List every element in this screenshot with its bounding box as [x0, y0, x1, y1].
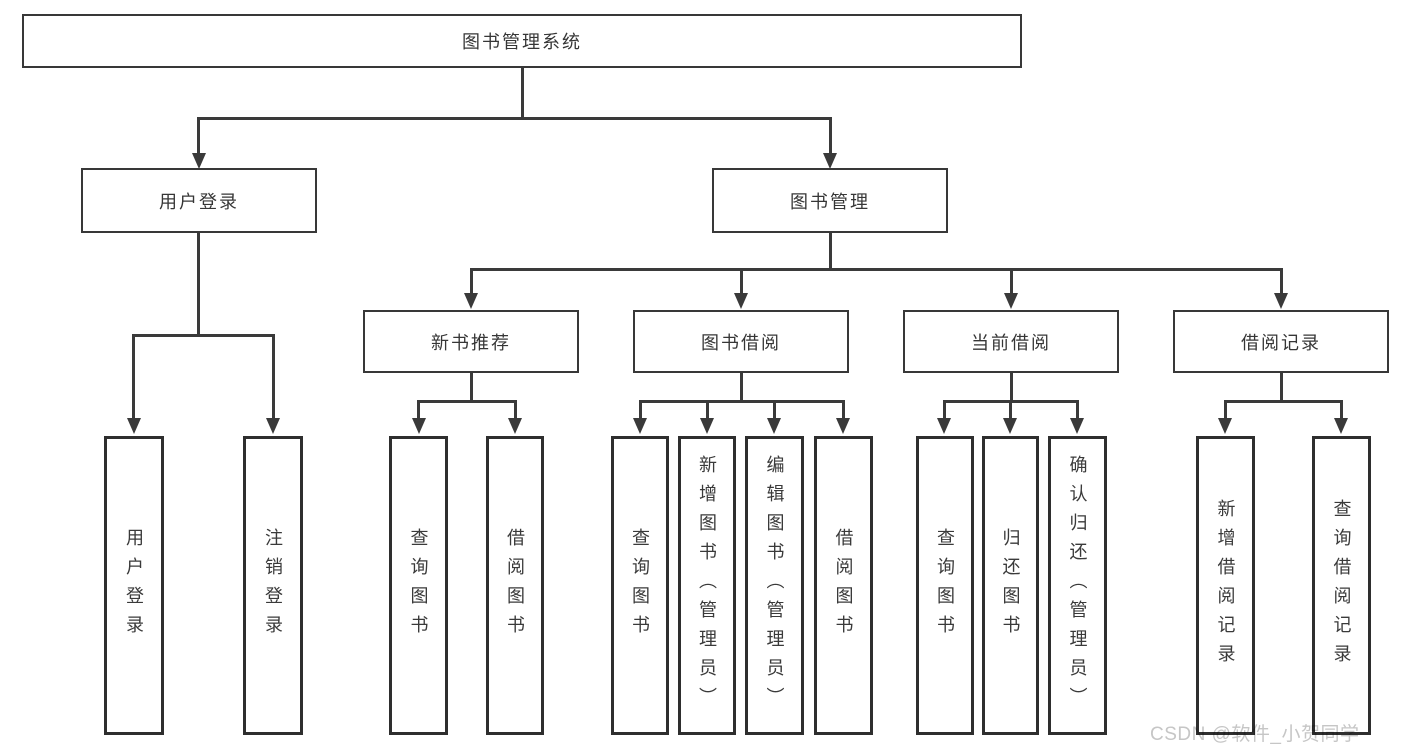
arrowhead [1218, 418, 1232, 434]
arrowhead [633, 418, 647, 434]
arrowhead [767, 418, 781, 434]
leaf-add-borrow-record-label: 新增借阅记录 [1215, 498, 1236, 673]
connector-line [829, 117, 832, 154]
leaf-add-books-admin-label: 新增图书（管理员） [697, 455, 717, 716]
connector-line [470, 373, 473, 402]
connector-line [417, 400, 517, 403]
leaf-query-books-recommend-label: 查询图书 [408, 527, 429, 644]
node-new-book-recommendation: 新书推荐 [363, 310, 579, 373]
connector-line [417, 400, 420, 419]
arrowhead [508, 418, 522, 434]
leaf-query-books-current-label: 查询图书 [935, 527, 955, 644]
connector-line [470, 268, 1283, 271]
arrowhead [412, 418, 426, 434]
leaf-edit-books-admin-label: 编辑图书（管理员） [764, 455, 785, 716]
leaf-confirm-return-admin: 确认归还（管理员） [1048, 436, 1107, 735]
connector-line [197, 117, 832, 120]
leaf-edit-books-admin: 编辑图书（管理员） [745, 436, 804, 735]
connector-line [1010, 268, 1013, 295]
node-root-library-system: 图书管理系统 [22, 14, 1022, 68]
leaf-user-login-label: 用户登录 [124, 527, 144, 644]
arrowhead [1274, 293, 1288, 309]
leaf-query-borrow-record-label: 查询借阅记录 [1331, 498, 1352, 673]
connector-line [740, 373, 743, 402]
leaf-user-login: 用户登录 [104, 436, 164, 735]
csdn-watermark: CSDN @软件_小贺同学 [1150, 724, 1360, 745]
leaf-add-borrow-record: 新增借阅记录 [1196, 436, 1255, 735]
connector-line [842, 400, 845, 419]
connector-line [1224, 400, 1227, 419]
connector-line [740, 268, 743, 295]
leaf-confirm-return-admin-label: 确认归还（管理员） [1067, 455, 1088, 716]
connector-line [1009, 400, 1012, 419]
leaf-query-books-borrowing-label: 查询图书 [630, 527, 650, 644]
arrowhead [836, 418, 850, 434]
connector-line [514, 400, 517, 419]
arrowhead [1334, 418, 1348, 434]
connector-line [272, 334, 275, 419]
connector-line [132, 334, 135, 419]
connector-line [829, 233, 832, 271]
connector-line [1340, 400, 1343, 419]
connector-line [197, 233, 200, 337]
connector-line [943, 400, 946, 419]
connector-line [639, 400, 845, 403]
arrowhead [127, 418, 141, 434]
arrowhead [192, 153, 206, 169]
leaf-logout-label: 注销登录 [263, 527, 283, 644]
leaf-return-books: 归还图书 [982, 436, 1039, 735]
node-user-login: 用户登录 [81, 168, 317, 233]
connector-line [1224, 400, 1343, 403]
leaf-query-books-recommend: 查询图书 [389, 436, 448, 735]
connector-line [1280, 268, 1283, 295]
connector-line [1280, 373, 1283, 402]
leaf-borrow-books-recommend-label: 借阅图书 [505, 527, 525, 644]
connector-line [132, 334, 275, 337]
node-current-borrowing: 当前借阅 [903, 310, 1119, 373]
arrowhead [266, 418, 280, 434]
node-book-management: 图书管理 [712, 168, 948, 233]
leaf-add-books-admin: 新增图书（管理员） [678, 436, 736, 735]
connector-line [197, 117, 200, 154]
arrowhead [1070, 418, 1084, 434]
arrowhead [734, 293, 748, 309]
arrowhead [464, 293, 478, 309]
leaf-borrow-books: 借阅图书 [814, 436, 873, 735]
arrowhead [1004, 293, 1018, 309]
arrowhead [823, 153, 837, 169]
arrowhead [937, 418, 951, 434]
leaf-query-books-borrowing: 查询图书 [611, 436, 669, 735]
leaf-logout: 注销登录 [243, 436, 303, 735]
node-book-borrowing: 图书借阅 [633, 310, 849, 373]
leaf-borrow-books-label: 借阅图书 [833, 527, 854, 644]
connector-line [706, 400, 709, 419]
connector-line [470, 268, 473, 295]
node-borrowing-records: 借阅记录 [1173, 310, 1389, 373]
connector-line [773, 400, 776, 419]
leaf-return-books-label: 归还图书 [1000, 527, 1021, 644]
connector-line [1010, 373, 1013, 402]
arrowhead [1003, 418, 1017, 434]
connector-line [639, 400, 642, 419]
leaf-query-books-current: 查询图书 [916, 436, 974, 735]
arrowhead [700, 418, 714, 434]
connector-line [521, 68, 524, 120]
connector-line [1076, 400, 1079, 419]
leaf-query-borrow-record: 查询借阅记录 [1312, 436, 1371, 735]
leaf-borrow-books-recommend: 借阅图书 [486, 436, 544, 735]
